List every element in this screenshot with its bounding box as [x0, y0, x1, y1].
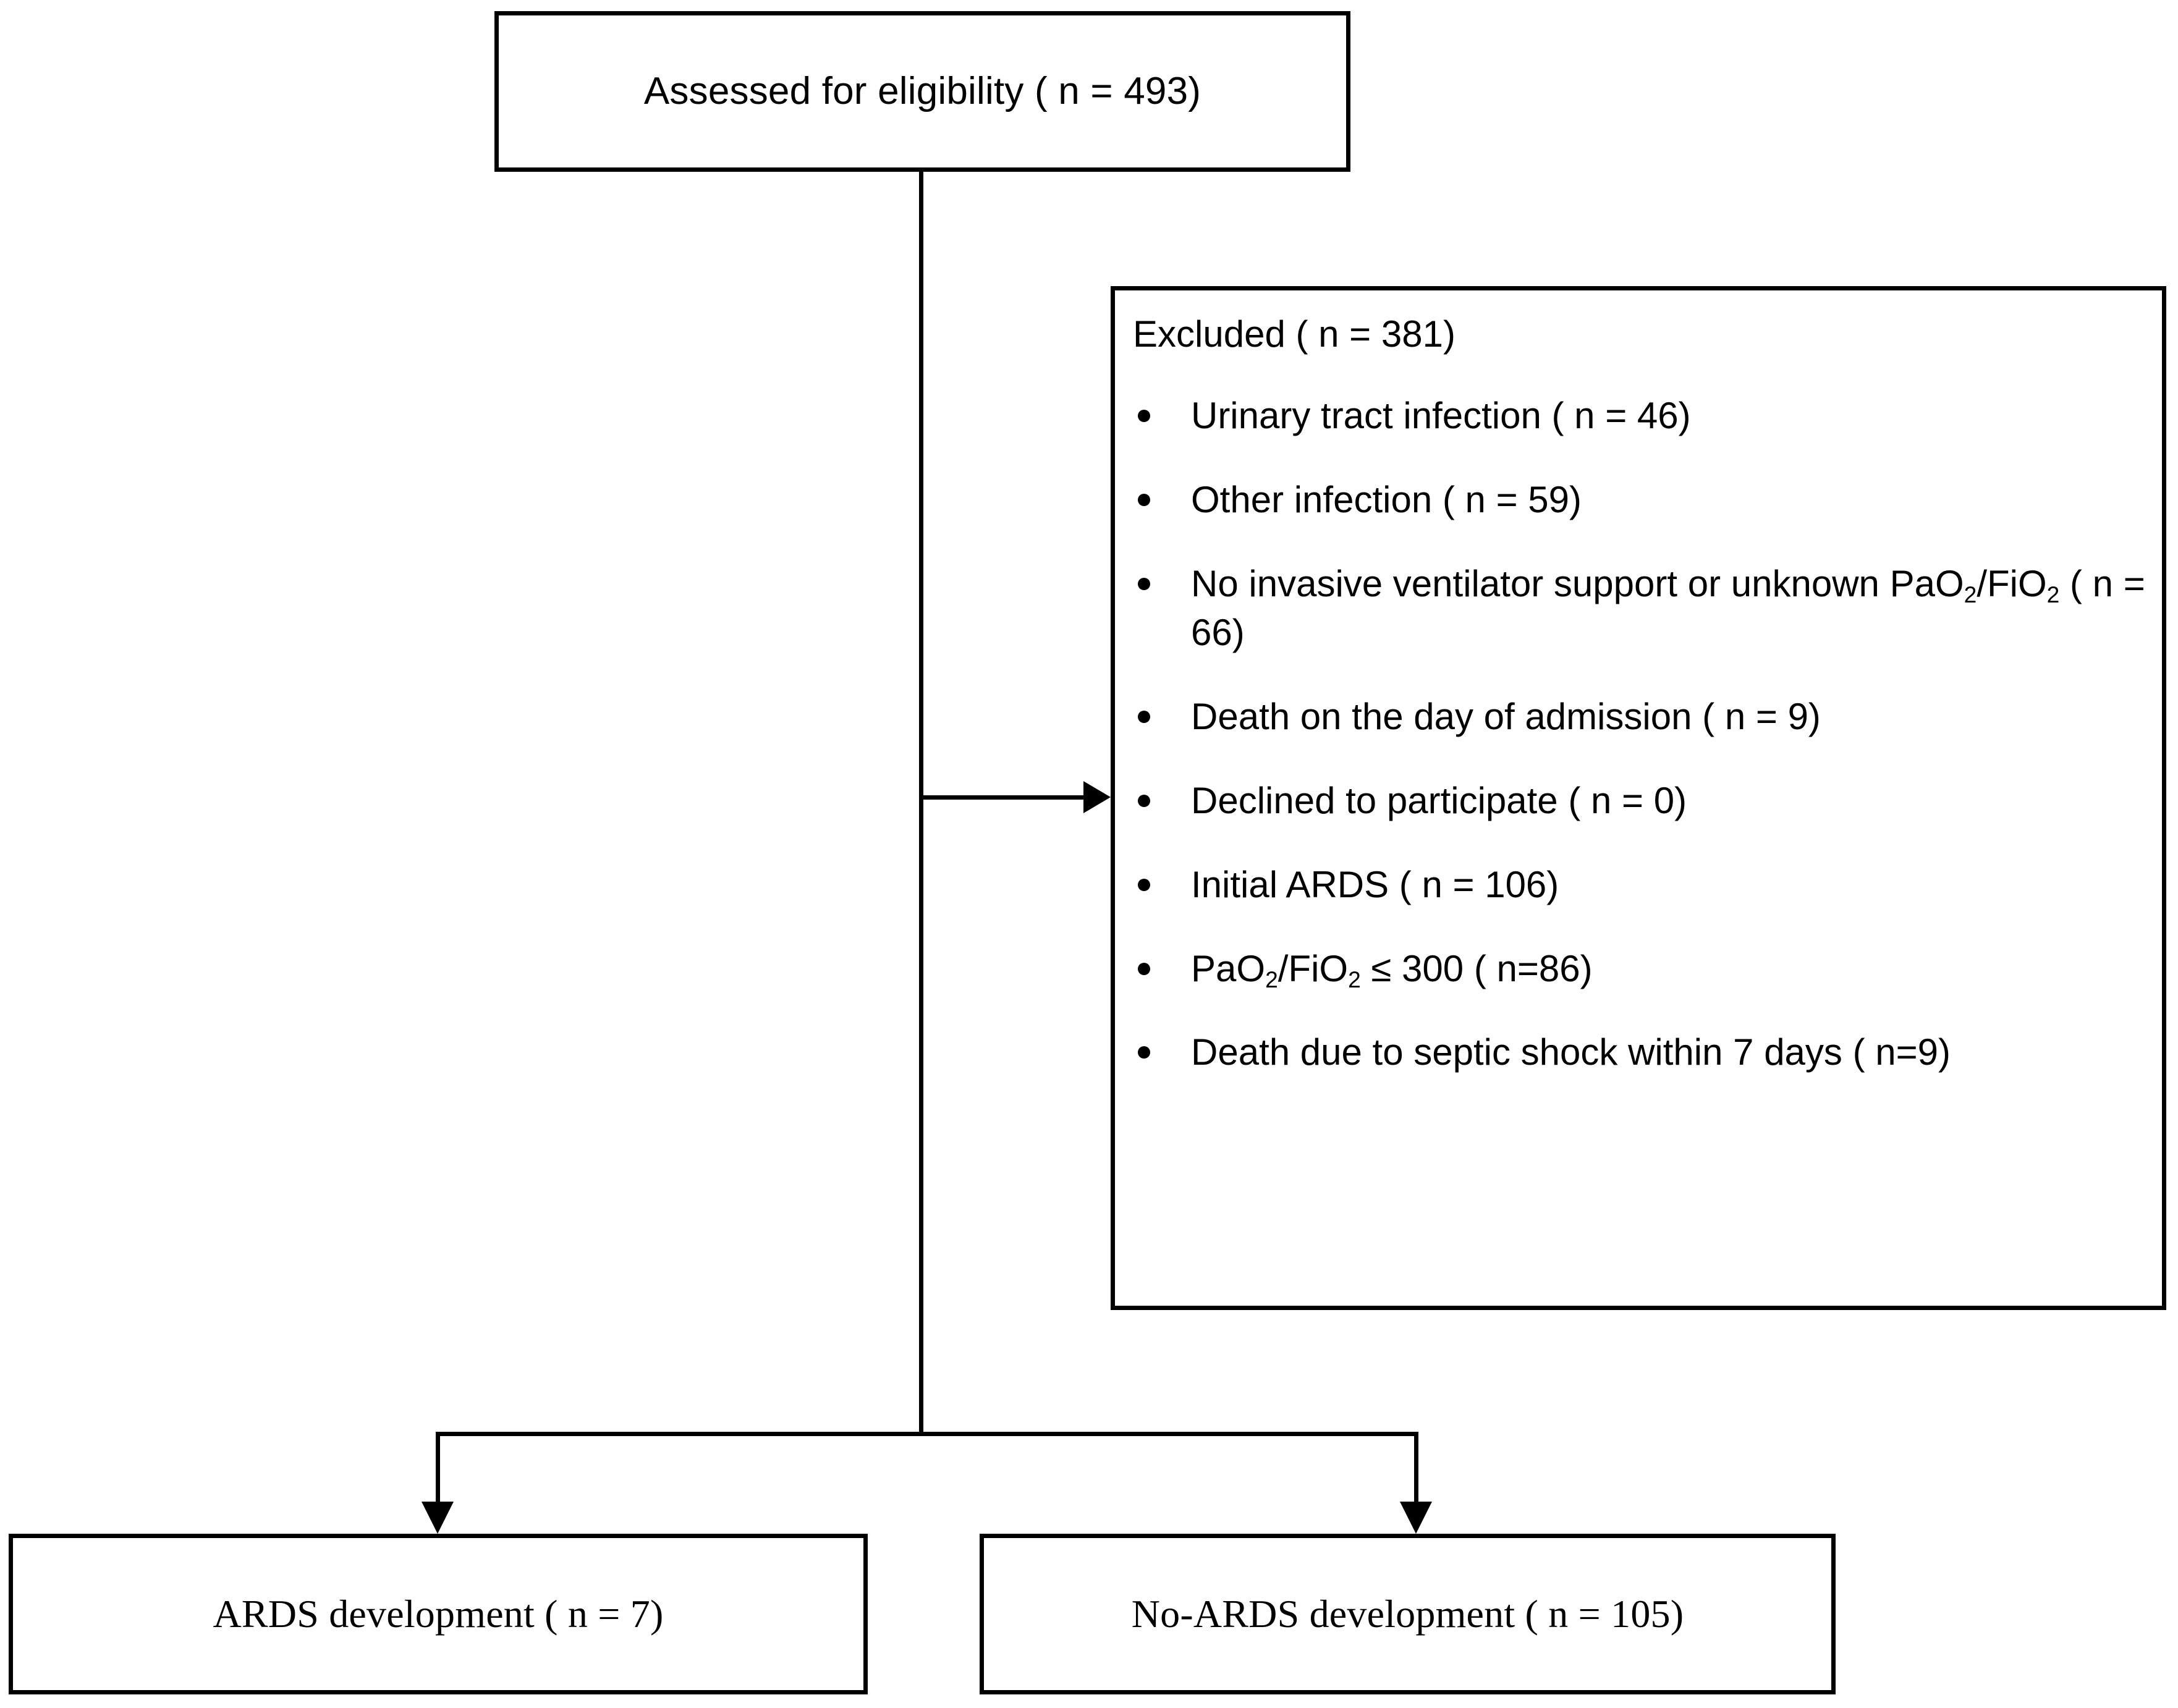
list-item: Death due to septic shock within 7 days …: [1133, 1028, 2146, 1077]
node-ards-label: ARDS development ( n = 7): [213, 1592, 664, 1636]
list-item-label: Death due to septic shock within 7 days …: [1191, 1031, 1951, 1073]
list-item: PaO2/FiO2 ≤ 300 ( n=86): [1133, 944, 2146, 994]
list-item: Initial ARDS ( n = 106): [1133, 860, 2146, 910]
list-item: No invasive ventilator support or unknow…: [1133, 559, 2146, 658]
list-item: Urinary tract infection ( n = 46): [1133, 391, 2146, 441]
list-item: Other infection ( n = 59): [1133, 475, 2146, 525]
node-assessed-label: Assessed for eligibility ( n = 493): [643, 70, 1201, 113]
excluded-content: Excluded ( n = 381) Urinary tract infect…: [1133, 312, 2146, 1288]
excluded-reason-list: Urinary tract infection ( n = 46) Other …: [1133, 391, 2146, 1077]
list-item-label: Death on the day of admission ( n = 9): [1191, 696, 1821, 738]
arrow-down-icon: [422, 1502, 454, 1534]
arrow-right-icon: [1083, 781, 1111, 813]
list-item-label: No invasive ventilator support or unknow…: [1191, 562, 2145, 654]
bullet-icon: [1138, 1046, 1150, 1059]
list-item-label: PaO2/FiO2 ≤ 300 ( n=86): [1191, 947, 1593, 992]
bullet-icon: [1138, 410, 1150, 422]
list-item-label: Initial ARDS ( n = 106): [1191, 863, 1559, 905]
connector-split-right-vertical: [1414, 1432, 1418, 1506]
excluded-heading: Excluded ( n = 381): [1133, 313, 1456, 355]
node-no-ards-label: No-ARDS development ( n = 105): [1131, 1592, 1684, 1636]
arrow-down-icon: [1400, 1502, 1432, 1534]
connector-split-bar: [436, 1432, 1418, 1436]
bullet-icon: [1138, 878, 1150, 891]
connector-split-left-vertical: [436, 1432, 440, 1506]
bullet-icon: [1138, 794, 1150, 807]
list-item: Declined to participate ( n = 0): [1133, 776, 2146, 826]
list-item-label: Other infection ( n = 59): [1191, 478, 1582, 520]
connector-branch-to-excluded: [919, 795, 1086, 800]
bullet-icon: [1138, 577, 1150, 590]
node-no-ards-development: No-ARDS development ( n = 105): [980, 1534, 1836, 1694]
list-item-label: Declined to participate ( n = 0): [1191, 779, 1687, 821]
node-assessed-for-eligibility: Assessed for eligibility ( n = 493): [494, 11, 1350, 172]
node-ards-development: ARDS development ( n = 7): [9, 1534, 868, 1694]
connector-trunk-vertical: [919, 172, 923, 1436]
bullet-icon: [1138, 962, 1150, 975]
list-item: Death on the day of admission ( n = 9): [1133, 692, 2146, 742]
bullet-icon: [1138, 493, 1150, 506]
bullet-icon: [1138, 711, 1150, 724]
node-excluded: [1111, 286, 2166, 1310]
list-item-label: Urinary tract infection ( n = 46): [1191, 395, 1691, 436]
